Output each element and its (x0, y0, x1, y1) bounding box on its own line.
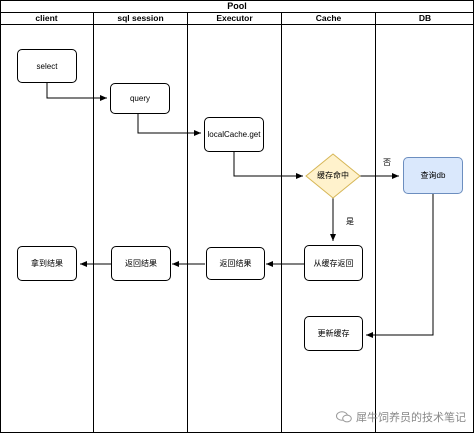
return-from-cache-node: 从缓存返回 (304, 245, 363, 281)
select-node: select (17, 49, 77, 83)
edge-db-to-update-cache (366, 194, 434, 338)
lane-title-client: client (35, 13, 58, 23)
lane-title-cache: Cache (315, 13, 342, 23)
edge-label-no: 否 (383, 158, 391, 168)
lane-title-executor: Executor (216, 13, 253, 23)
update-cache-node: 更新缓存 (304, 316, 363, 351)
localcache-get-node: localCache.get (204, 117, 264, 152)
query-node: query (110, 83, 170, 114)
cache-hit-label: 缓存命中 (317, 171, 349, 180)
wechat-icon (336, 411, 352, 423)
watermark: 犀牛饲养员的技术笔记 (336, 409, 466, 425)
edge-localcache-to-decision (233, 152, 303, 179)
lane-title-sql-session: sql session (117, 13, 164, 23)
executor-return-node: 返回结果 (206, 247, 265, 280)
client-result-node: 拿到结果 (17, 246, 77, 281)
cache-hit-decision (305, 153, 361, 199)
edge-select-to-query (46, 83, 107, 101)
watermark-text: 犀牛饲养员的技术笔记 (356, 412, 466, 424)
pool-title: Pool (227, 1, 247, 11)
edge-query-to-localcache (137, 114, 201, 136)
edge-label-yes: 是 (346, 217, 354, 227)
lane-title-db: DB (418, 13, 432, 23)
query-db-node: 查询db (403, 157, 463, 194)
session-return-node: 返回结果 (111, 246, 171, 281)
